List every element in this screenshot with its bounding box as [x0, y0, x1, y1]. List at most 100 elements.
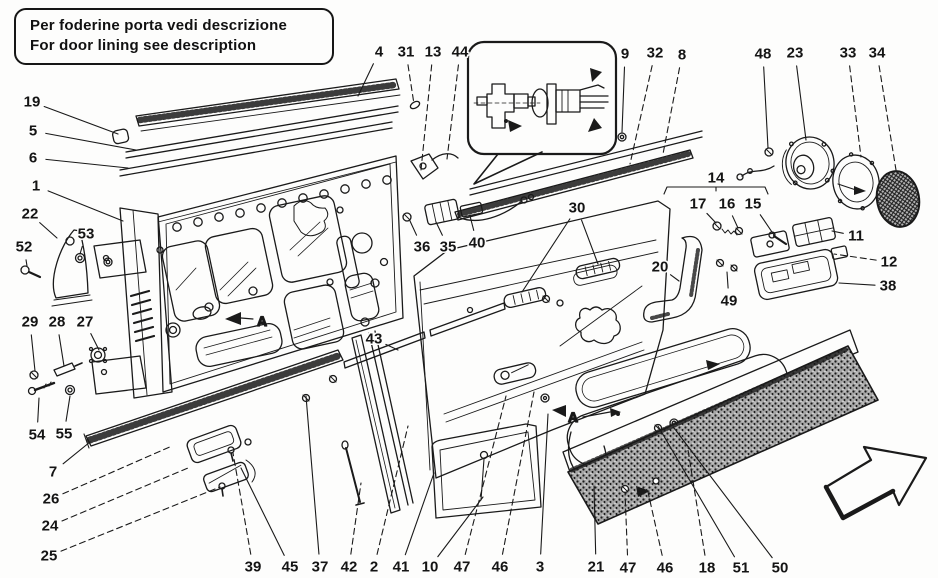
callout-3-50: 3: [536, 559, 544, 576]
callout-13-2: 13: [425, 44, 442, 61]
leader-line-32: [629, 65, 653, 165]
marker-arrow-icon: [552, 405, 566, 417]
instruction-inset: [466, 40, 618, 185]
callout-44-3: 44: [452, 44, 469, 61]
vent-grille-left: [503, 287, 547, 309]
leader-line-1: [47, 190, 124, 222]
leader-line-47: [624, 491, 629, 556]
leader-line-54: [37, 397, 40, 423]
leader-line-12: [833, 253, 877, 261]
leader-line-31: [407, 64, 415, 105]
leader-line-28: [58, 334, 65, 367]
leader-line-7: [62, 441, 91, 465]
leader-line-51: [657, 425, 735, 558]
callout-29-18: 29: [22, 314, 39, 331]
callout-31-1: 31: [398, 44, 415, 61]
callout-54-21: 54: [29, 427, 46, 444]
callout-36-27: 36: [414, 239, 431, 256]
leader-line-40: [469, 215, 475, 231]
callout-4-0: 4: [375, 44, 384, 61]
leader-line-29: [30, 334, 36, 372]
leader-line-48: [763, 66, 769, 149]
speaker-assembly: [736, 136, 921, 228]
release-lever-bezel: [493, 362, 537, 385]
leader-line-18: [687, 449, 706, 556]
leader-line-46: [501, 391, 535, 555]
leader-line-9: [621, 66, 626, 133]
leader-line-36: [409, 220, 418, 236]
callout-17-33: 17: [690, 196, 707, 213]
callout-18-54: 18: [699, 560, 716, 577]
leader-line-34: [878, 65, 897, 171]
callout-39-41: 39: [245, 559, 262, 576]
switch-plate: [753, 248, 839, 301]
pointing-hand-icons: [504, 68, 602, 132]
callout-41-46: 41: [393, 559, 410, 576]
callout-38-39: 38: [880, 278, 897, 295]
callout-27-20: 27: [77, 314, 94, 331]
leader-line-35: [435, 221, 443, 236]
callout-47-48: 47: [454, 559, 471, 576]
callout-8-6: 8: [678, 47, 686, 64]
winder-mechanism-left: [473, 83, 541, 129]
leader-line-10: [437, 496, 484, 558]
callout-24-25: 24: [42, 518, 59, 535]
callout-5-12: 5: [29, 123, 37, 140]
leader-line-50: [673, 427, 773, 559]
leader-line-27: [90, 333, 100, 351]
lock-actuator: [402, 153, 564, 307]
callout-7-23: 7: [49, 464, 57, 481]
leader-line-30: [521, 218, 571, 293]
callout-10-47: 10: [422, 559, 439, 576]
vent-grille-right: [573, 257, 621, 286]
leader-line-20: [669, 274, 680, 282]
leader-line-45: [240, 467, 285, 556]
speaker-ring: [830, 152, 882, 211]
note-line-english: For door lining see description: [30, 37, 257, 54]
callout-20-40: 20: [652, 259, 669, 276]
callout-12-38: 12: [881, 254, 898, 271]
leader-line-37: [305, 395, 320, 555]
leader-line-5: [45, 132, 137, 151]
callout-46-49: 46: [492, 559, 509, 576]
leader-line-22: [39, 222, 58, 239]
speaker-wire: [741, 165, 775, 177]
direction-arrow-icon: [823, 445, 928, 521]
panel-cutout: [574, 306, 621, 345]
callout-51-55: 51: [733, 560, 750, 577]
section-markers: AA: [225, 312, 621, 426]
callout-2-45: 2: [370, 559, 378, 576]
leader-line-24: [61, 467, 189, 522]
callout-46-53: 46: [657, 560, 674, 577]
leader-line-4: [357, 63, 374, 97]
leader-line-46: [647, 491, 663, 556]
switch-block: [792, 216, 836, 248]
leader-line-13: [420, 64, 433, 171]
leader-line-42: [350, 482, 362, 555]
leader-line-55: [65, 395, 71, 422]
marker-arrow-icon: [225, 312, 241, 325]
marker-line: [240, 317, 254, 320]
leader-line-52: [25, 259, 28, 267]
glass-run-channels: [341, 330, 414, 514]
callout-6-13: 6: [29, 150, 37, 167]
leader-line-49: [726, 271, 729, 289]
callout-42-44: 42: [341, 559, 358, 576]
leader-line-43: [385, 343, 399, 351]
callout-52-17: 52: [16, 239, 33, 256]
leader-line-2: [376, 425, 409, 555]
callout-30-30: 30: [569, 200, 586, 217]
callout-14-32: 14: [708, 170, 725, 187]
callout-23-8: 23: [787, 45, 804, 62]
leader-line-38: [838, 282, 876, 286]
section-marker-1: A: [568, 409, 578, 425]
leader-line-30: [581, 219, 599, 265]
marker-arrow-icon: [610, 408, 621, 417]
leader-line-41: [404, 472, 435, 556]
callout-37-43: 37: [312, 559, 329, 576]
callout-22-15: 22: [22, 206, 39, 223]
callout-48-7: 48: [755, 46, 772, 63]
